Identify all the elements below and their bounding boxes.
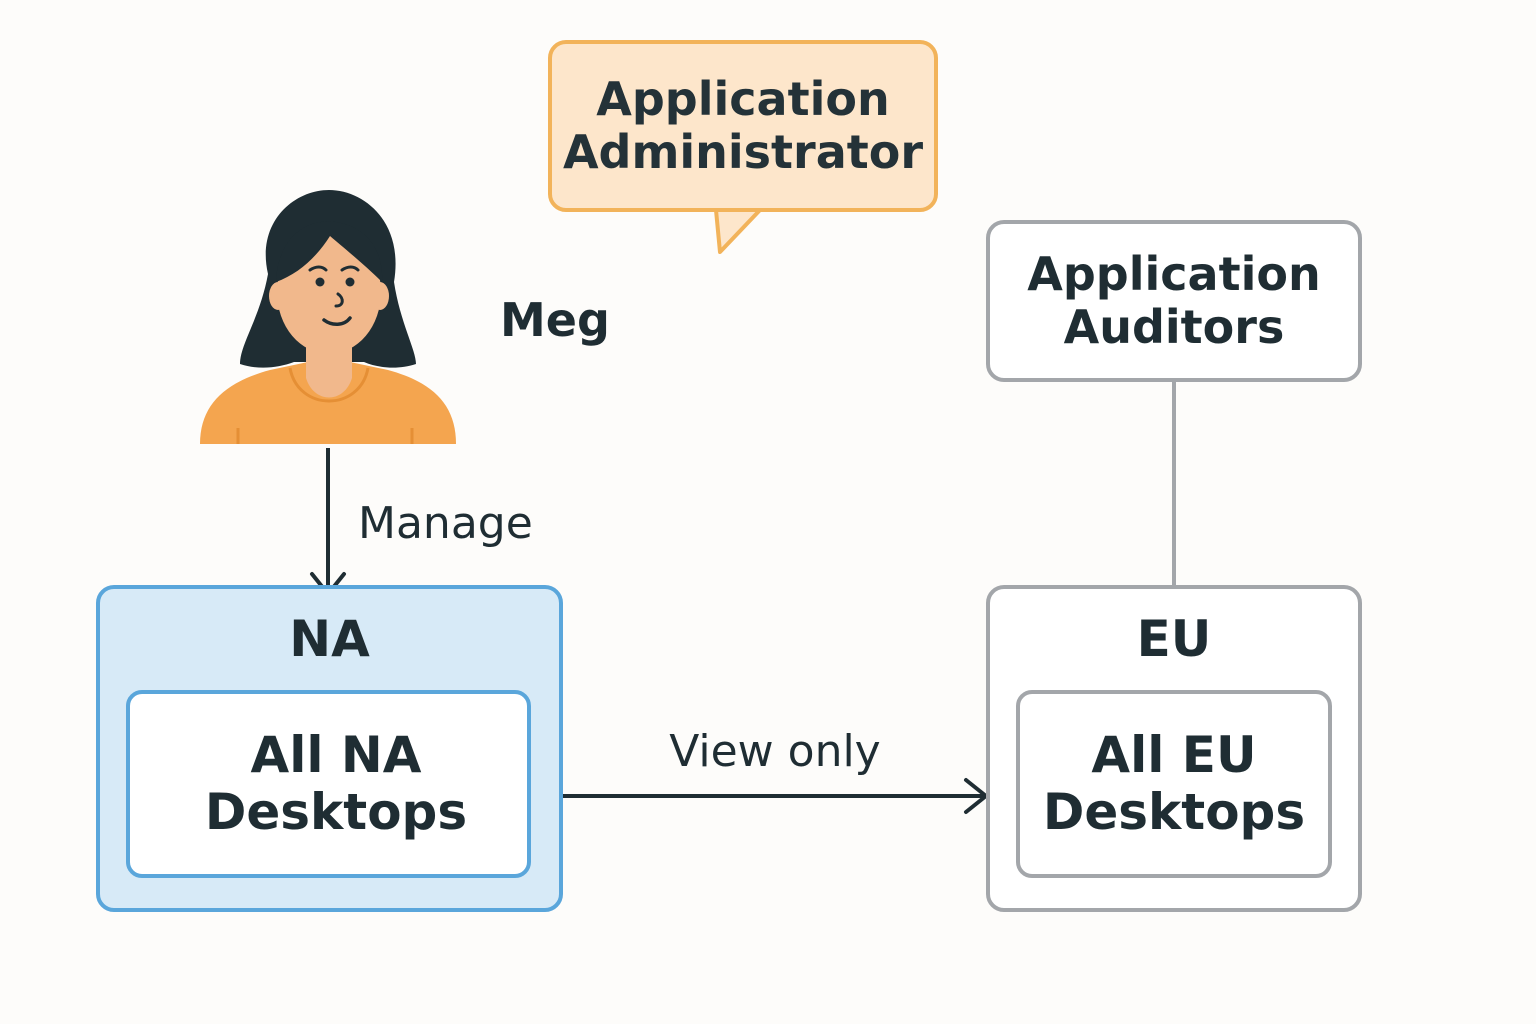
person-name: Meg: [500, 292, 610, 347]
na-desktops-group-label: All NA Desktops: [204, 725, 468, 841]
auditors-group-box: [986, 220, 1362, 382]
eu-desktops-group-box: [1016, 690, 1332, 878]
eu-scope-title: EU: [1136, 610, 1212, 669]
role-bubble-text: Application Administrator: [562, 72, 924, 179]
auditors-group-label: Application Auditors: [1027, 247, 1321, 354]
manage-edge-label: Manage: [358, 497, 533, 549]
bubble-tail: [714, 208, 762, 254]
eu-desktops-group-label: All EU Desktops: [1042, 725, 1306, 841]
role-bubble: [548, 40, 938, 212]
person-avatar-icon: [200, 190, 456, 444]
na-desktops-group-box: [126, 690, 531, 878]
na-scope-title: NA: [289, 610, 370, 669]
view-only-edge-label: View only: [669, 725, 881, 777]
